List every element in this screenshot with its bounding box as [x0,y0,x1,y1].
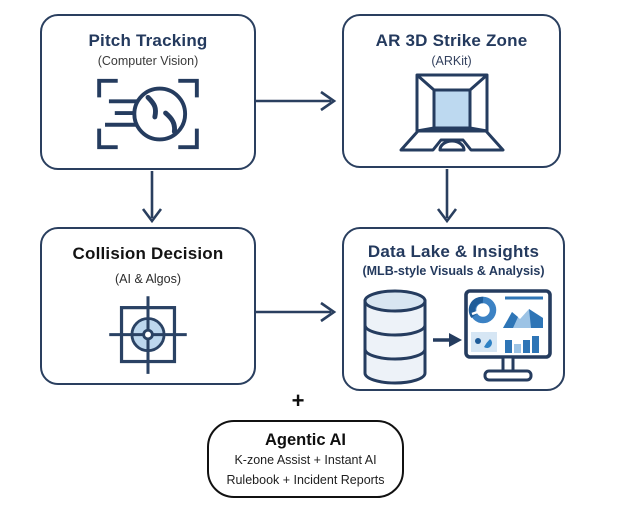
node-pitch-tracking: Pitch Tracking (Computer Vision) [40,14,256,170]
arrow-pitch-to-ar [256,90,337,112]
baseball-tracking-icon [97,78,199,150]
database-dashboard-icon [363,289,552,385]
node-title: Data Lake & Insights [367,242,540,261]
node-title: Collision Decision [72,244,224,263]
node-title: Pitch Tracking [88,31,208,50]
node-subtitle: (Computer Vision) [97,54,199,68]
crosshair-target-icon [109,296,187,374]
node-subtitle: (AI & Algos) [115,272,181,286]
dashboard-monitor-icon [463,289,552,382]
node-collision-decision: Collision Decision (AI & Algos) [40,227,256,385]
database-cylinder-icon [363,289,426,385]
node-subtitle: (MLB-style Visuals & Analysis) [362,264,545,278]
agentic-line-1: K-zone Assist + Instant AI [234,453,377,467]
agentic-title: Agentic AI [265,431,346,449]
flow-arrow-icon [432,333,462,347]
plus-symbol: + [291,388,305,413]
agentic-line-2: Rulebook + Incident Reports [226,472,385,487]
node-data-lake-insights: Data Lake & Insights (MLB-style Visuals … [342,227,565,391]
arrow-ar-to-datalake [436,169,458,224]
node-subtitle: (ARKit) [431,54,472,68]
arrow-pitch-to-collision [141,171,163,224]
node-title: AR 3D Strike Zone [375,31,528,50]
arrow-collision-to-datalake [256,301,337,323]
node-ar-strike-zone: AR 3D Strike Zone (ARKit) [342,14,561,168]
strike-zone-3d-icon [399,73,504,152]
node-agentic-ai: Agentic AI K-zone Assist + Instant AI Ru… [207,420,404,498]
